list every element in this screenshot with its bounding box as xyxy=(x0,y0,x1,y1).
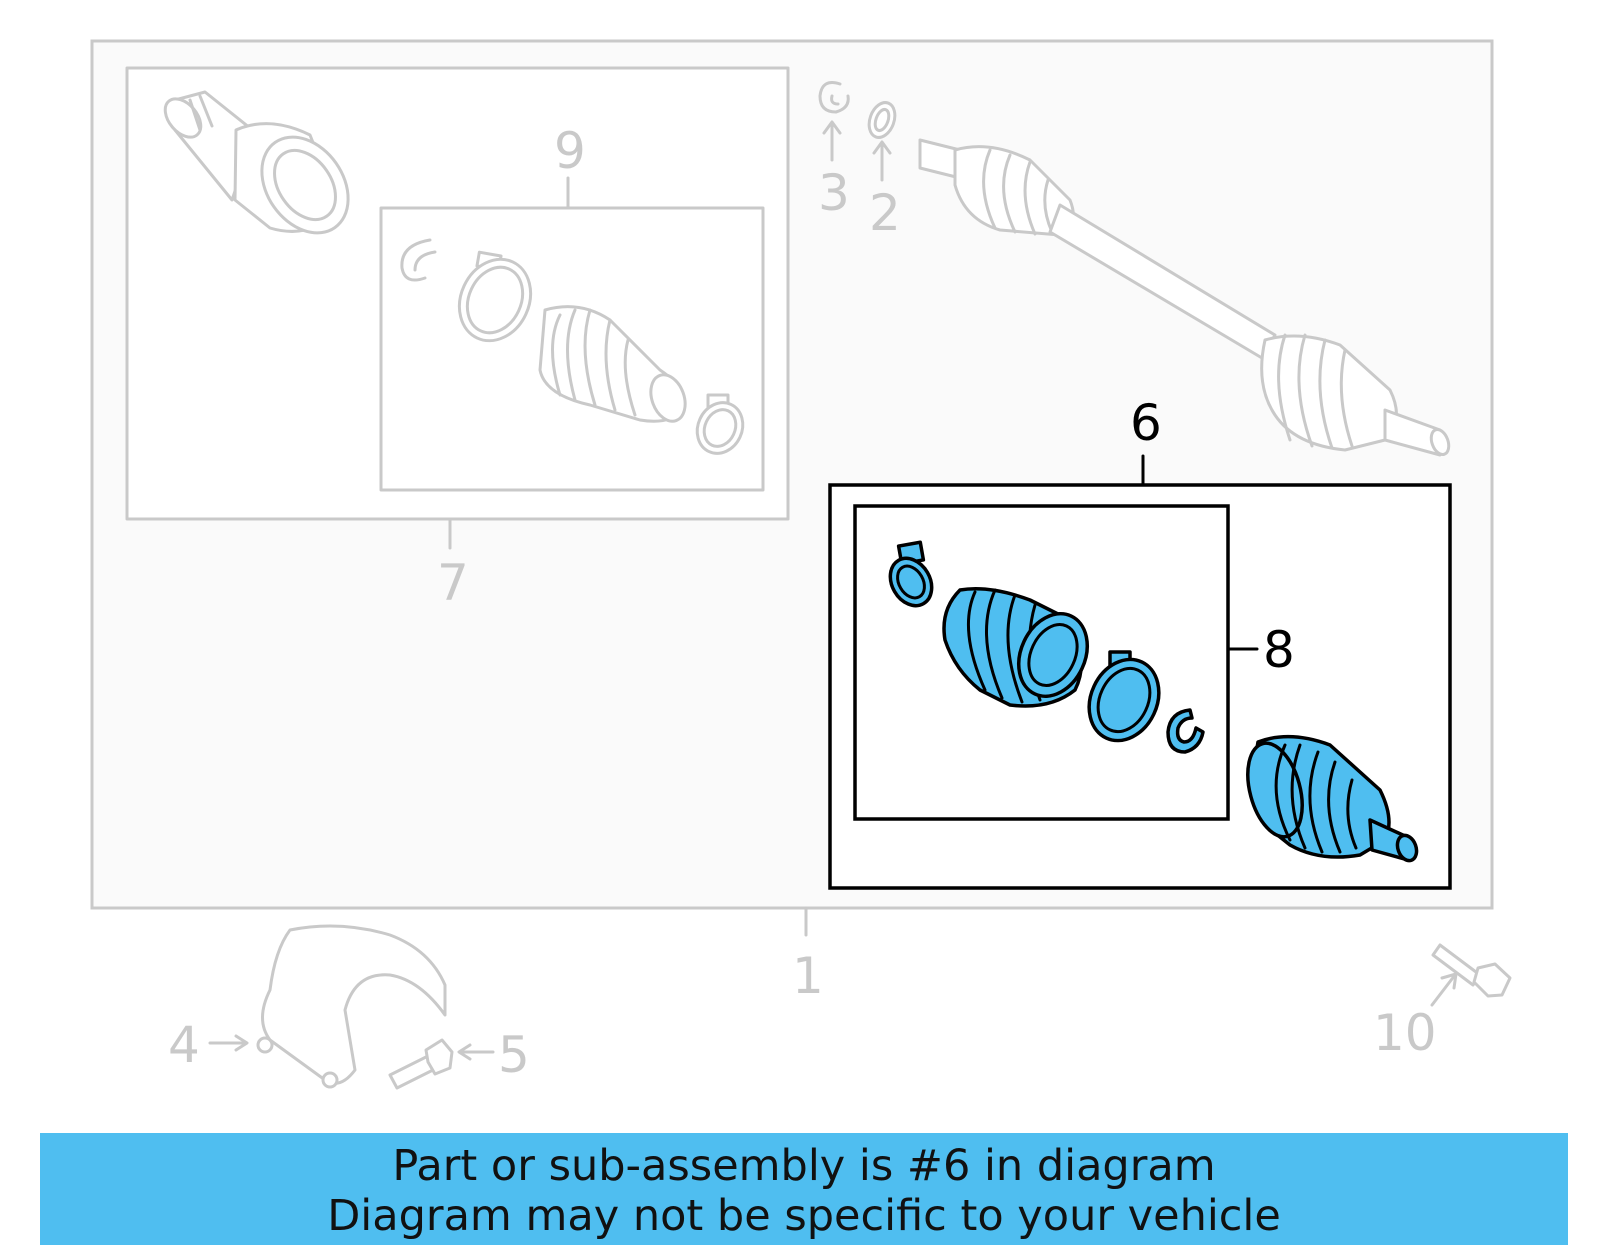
axle-shaft-drawing xyxy=(918,138,1451,457)
bolt-5-drawing xyxy=(388,1038,495,1090)
box-8-parts-drawing xyxy=(888,540,1205,754)
banner-line-1: Part or sub-assembly is #6 in diagram xyxy=(392,1141,1216,1191)
inner-cv-joint-drawing xyxy=(163,90,350,235)
washer-2-drawing xyxy=(867,101,897,182)
banner-line-2: Diagram may not be specific to your vehi… xyxy=(327,1191,1281,1241)
callout-4: 4 xyxy=(168,1016,200,1074)
callout-1: 1 xyxy=(792,947,824,1005)
outer-cv-joint-drawing xyxy=(1246,734,1419,863)
callout-7: 7 xyxy=(437,554,469,612)
bolt-10-drawing xyxy=(1430,943,1512,1007)
callout-10: 10 xyxy=(1373,1004,1437,1062)
heat-shield-4-drawing xyxy=(208,924,447,1089)
callout-3: 3 xyxy=(818,164,850,222)
callout-9: 9 xyxy=(554,122,586,180)
info-banner: Part or sub-assembly is #6 in diagram Di… xyxy=(40,1133,1568,1245)
snap-ring-3-drawing xyxy=(818,81,850,162)
callout-2: 2 xyxy=(869,184,901,242)
box-9-parts-drawing xyxy=(400,238,745,455)
callout-6: 6 xyxy=(1130,394,1162,452)
callout-5: 5 xyxy=(498,1026,530,1084)
callout-8: 8 xyxy=(1263,621,1295,679)
